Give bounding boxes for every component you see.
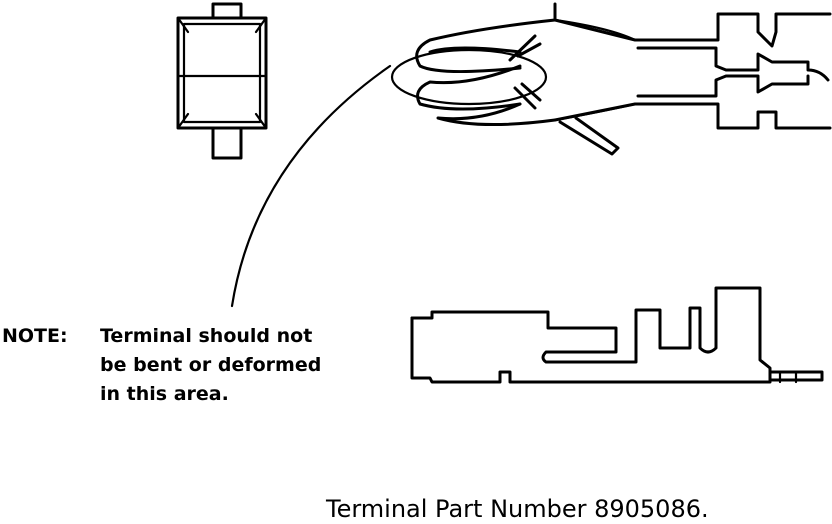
terminal-top-view — [415, 2, 832, 156]
caption: Terminal Part Number 8905086. — [326, 495, 709, 523]
note-line: be bent or deformed — [100, 354, 322, 376]
note-lines: Terminal should not be bent or deformed … — [100, 322, 321, 409]
note-leader-line — [230, 64, 392, 308]
note-label: NOTE: — [2, 325, 68, 347]
critical-area-ellipse — [390, 48, 548, 106]
note-line: in this area. — [100, 383, 229, 405]
terminal-end-view — [176, 2, 268, 160]
terminal-side-view — [410, 286, 824, 384]
note-line: Terminal should not — [100, 325, 313, 347]
